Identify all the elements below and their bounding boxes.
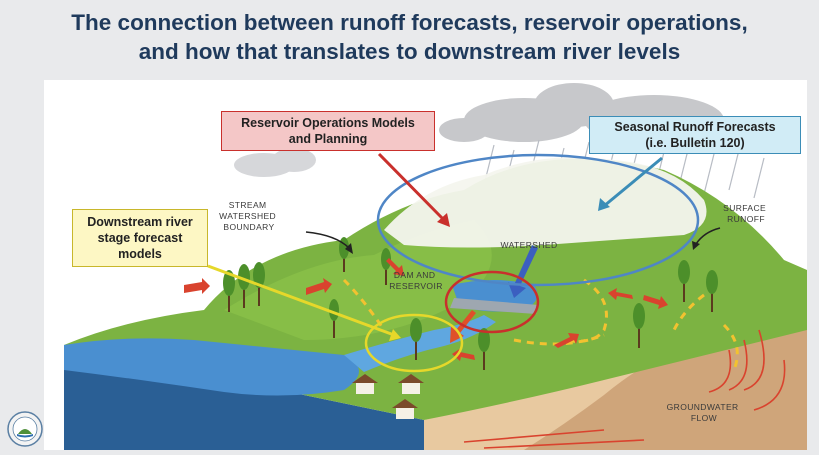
downstream-callout-line-2: stage forecast bbox=[97, 231, 183, 245]
reservoir-ops-ellipse bbox=[444, 270, 540, 334]
slide-title: The connection between runoff forecasts,… bbox=[0, 8, 819, 66]
label-dam-reservoir: DAM AND RESERVOIR bbox=[389, 270, 443, 291]
surface-runoff-leader-arrow bbox=[695, 227, 721, 245]
downstream-callout-line-1: Downstream river bbox=[87, 215, 193, 229]
runoff-callout-line-1: Seasonal Runoff Forecasts bbox=[614, 120, 776, 134]
slide-title-line-1: The connection between runoff forecasts,… bbox=[71, 10, 748, 35]
snowpack bbox=[384, 157, 707, 248]
reservoir-callout-line-1: Reservoir Operations Models bbox=[241, 116, 415, 130]
reservoir-operations-callout: Reservoir Operations Models and Planning bbox=[221, 111, 435, 151]
label-stream-watershed-boundary: STREAM WATERSHED BOUNDARY bbox=[219, 200, 279, 232]
surface-runoff-dashes bbox=[342, 278, 739, 371]
runoff-leader-arrow bbox=[598, 156, 663, 211]
label-surface-runoff: SURFACE RUNOFF bbox=[723, 203, 769, 224]
downstream-stage-callout: Downstream river stage forecast models bbox=[72, 209, 208, 267]
slide-title-line-2: and how that translates to downstream ri… bbox=[138, 39, 681, 64]
label-watershed: WATERSHED bbox=[501, 240, 558, 250]
seasonal-runoff-callout: Seasonal Runoff Forecasts (i.e. Bulletin… bbox=[589, 116, 801, 154]
reservoir-callout-line-2: and Planning bbox=[288, 132, 368, 146]
runoff-callout-line-2: (i.e. Bulletin 120) bbox=[645, 136, 745, 150]
downstream-leader-arrow bbox=[207, 264, 401, 341]
flow-arrows bbox=[184, 258, 668, 361]
surface-runoff-leader-head bbox=[692, 241, 700, 250]
label-groundwater-flow: GROUNDWATER FLOW bbox=[667, 402, 742, 423]
hill-shade bbox=[224, 220, 492, 340]
runoff-forecast-ellipse bbox=[376, 153, 700, 287]
cloud-left bbox=[234, 148, 316, 177]
downstream-stage-ellipse bbox=[364, 313, 464, 373]
groundwater-arrows bbox=[463, 329, 786, 449]
trees bbox=[223, 237, 718, 370]
agency-seal-logo bbox=[7, 411, 43, 447]
dam bbox=[450, 298, 539, 314]
houses bbox=[352, 374, 424, 419]
downstream-callout-line-3: models bbox=[118, 247, 162, 261]
reservoir-leader-arrow bbox=[377, 152, 450, 227]
boundary-leader-head bbox=[345, 243, 353, 254]
lake bbox=[64, 338, 359, 396]
boundary-leader-arrow bbox=[305, 231, 350, 249]
